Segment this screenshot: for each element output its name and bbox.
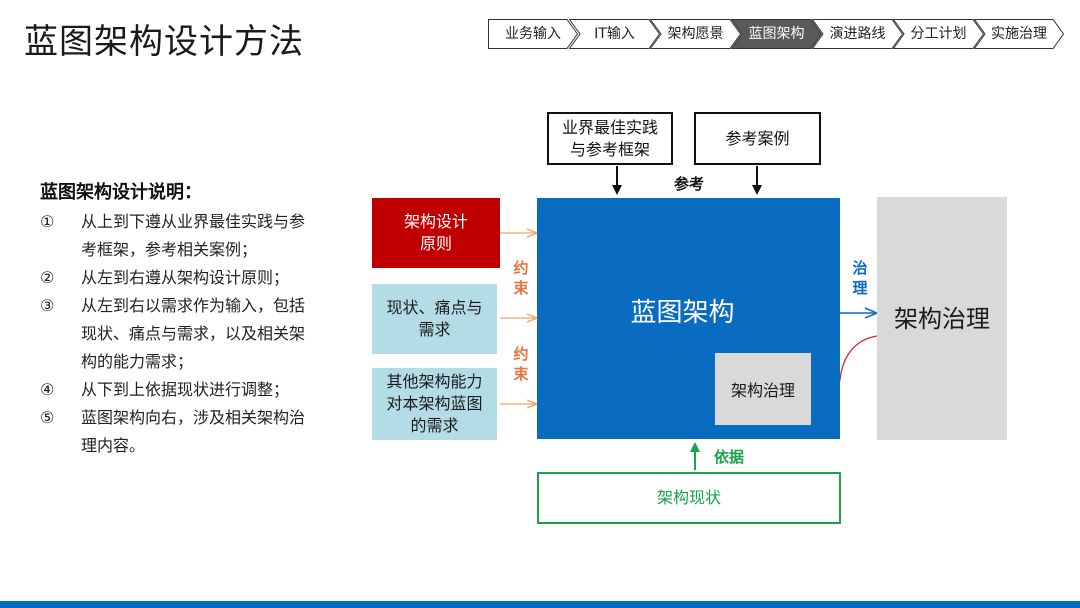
- description-item: ② 从左到右遵从架构设计原则；: [40, 264, 340, 292]
- breadcrumb-step-roadmap[interactable]: 演进路线: [812, 19, 903, 49]
- current-architecture-box: 架构现状: [537, 472, 841, 524]
- constraint-label-1: 约束: [513, 259, 529, 297]
- description-item: ④ 从下到上依据现状进行调整；: [40, 376, 340, 404]
- item-text: 从上到下遵从业界最佳实践与参考框架，参考相关案例；: [81, 212, 306, 259]
- architecture-governance-box: 架构治理: [877, 197, 1007, 440]
- item-number: ⑤: [40, 408, 55, 427]
- breadcrumb-step-blueprint-active[interactable]: 蓝图架构: [731, 19, 822, 49]
- best-practice-box: 业界最佳实践与参考框架: [547, 112, 673, 165]
- cases-box: 参考案例: [694, 112, 821, 165]
- item-number: ①: [40, 212, 55, 231]
- breadcrumb-step-governance[interactable]: 实施治理: [974, 19, 1064, 49]
- other-capability-label: 其他架构能力对本架构蓝图的需求: [386, 372, 483, 435]
- item-number: ④: [40, 380, 55, 399]
- govern-label: 治理: [852, 259, 868, 297]
- breadcrumb-step-shape: [812, 19, 903, 49]
- breadcrumb-step-shape: [488, 19, 578, 49]
- item-text: 从下到上依据现状进行调整；: [81, 380, 290, 399]
- blueprint-label: 蓝图架构: [630, 298, 735, 328]
- breadcrumb-step-label: 蓝图架构: [748, 26, 805, 42]
- breadcrumb-step-it-input[interactable]: IT输入: [569, 19, 660, 49]
- breadcrumb-step-shape: [893, 19, 984, 49]
- breadcrumb-step-shape: [731, 19, 822, 49]
- cases-label: 参考案例: [725, 128, 790, 148]
- design-principles-box: 架构设计原则: [372, 198, 500, 268]
- breadcrumb-step-shape: [569, 19, 660, 49]
- item-number: ③: [40, 296, 55, 315]
- inner-governance-label: 架构治理: [730, 381, 795, 400]
- current-architecture-label: 架构现状: [656, 488, 721, 507]
- basis-label: 依据: [713, 448, 744, 466]
- page-title: 蓝图架构设计方法: [24, 22, 304, 62]
- design-principles-label: 架构设计原则: [403, 212, 468, 253]
- breadcrumb-step-label: 架构愿景: [667, 26, 724, 42]
- breadcrumb-step-shape: [974, 19, 1064, 49]
- status-needs-box: 现状、痛点与需求: [372, 284, 497, 354]
- breadcrumb-step-label: 实施治理: [991, 26, 1047, 42]
- inner-governance-box: 架构治理: [715, 353, 811, 425]
- item-text: 从左到右以需求作为输入，包括现状、痛点与需求，以及相关架构的能力需求；: [81, 296, 306, 371]
- item-text: 蓝图架构向右，涉及相关架构治理内容。: [81, 408, 306, 455]
- description-list: ① 从上到下遵从业界最佳实践与参考框架，参考相关案例； ② 从左到右遵从架构设计…: [40, 208, 340, 460]
- item-number: ②: [40, 268, 55, 287]
- reference-label: 参考: [673, 175, 704, 193]
- description-item: ⑤ 蓝图架构向右，涉及相关架构治理内容。: [40, 404, 340, 460]
- breadcrumb-step-label: 演进路线: [829, 26, 886, 42]
- breadcrumb-step-label: 业务输入: [505, 26, 561, 42]
- description-item: ③ 从左到右以需求作为输入，包括现状、痛点与需求，以及相关架构的能力需求；: [40, 292, 340, 376]
- breadcrumb-step-business-input[interactable]: 业务输入: [488, 19, 578, 49]
- other-capability-box: 其他架构能力对本架构蓝图的需求: [372, 368, 497, 440]
- architecture-governance-label: 架构治理: [894, 304, 990, 333]
- best-practice-label: 业界最佳实践与参考框架: [561, 117, 658, 159]
- bottom-accent-bar: [0, 601, 1080, 608]
- description-item: ① 从上到下遵从业界最佳实践与参考框架，参考相关案例；: [40, 208, 340, 264]
- breadcrumb-step-work-plan[interactable]: 分工计划: [893, 19, 984, 49]
- status-needs-label: 现状、痛点与需求: [386, 298, 483, 339]
- item-text: 从左到右遵从架构设计原则；: [81, 268, 290, 287]
- constraint-label-2: 约束: [513, 345, 529, 383]
- breadcrumb-step-shape: [650, 19, 741, 49]
- description-heading: 蓝图架构设计说明：: [40, 182, 202, 203]
- breadcrumb-step-vision[interactable]: 架构愿景: [650, 19, 741, 49]
- breadcrumb-step-label: 分工计划: [910, 26, 967, 42]
- breadcrumb: 业务输入 IT输入 架构愿景 蓝图架构 演进路线 分工计划 实施治理: [488, 19, 1064, 49]
- breadcrumb-step-label: IT输入: [594, 26, 635, 42]
